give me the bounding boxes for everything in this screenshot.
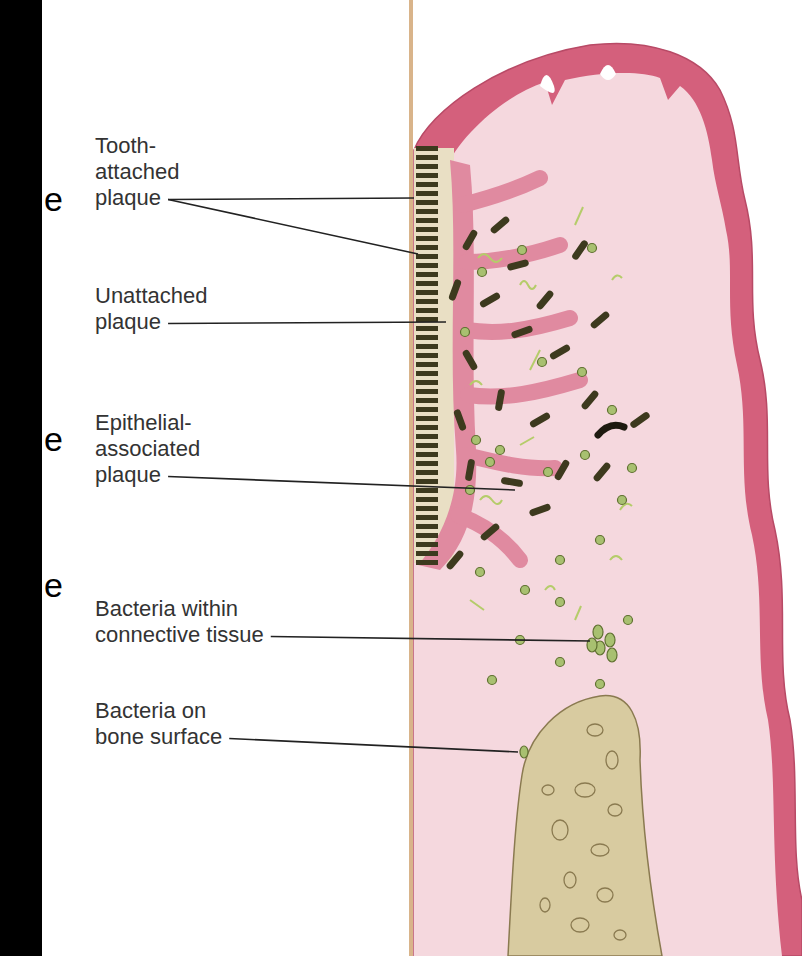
label-holder: Bacteria on bone surface: [95, 698, 255, 750]
label-holder: Unattached plaque: [95, 283, 235, 335]
plaque-bar: [416, 506, 438, 511]
leader-line: [168, 322, 446, 324]
slide-strip: [0, 0, 42, 956]
plaque-bar: [416, 407, 438, 412]
plaque-bar: [416, 245, 438, 250]
plaque-bar: [416, 155, 438, 160]
plaque-bar: [416, 281, 438, 286]
plaque-bar: [416, 524, 438, 529]
leader-line: [168, 198, 414, 200]
tooth-surface: [409, 0, 413, 956]
connective-tissue: [414, 73, 782, 956]
bone-surface-bacterium: [520, 746, 528, 758]
label-holder: Bacteria within connective tissue: [95, 596, 330, 648]
plaque-bar: [416, 326, 438, 331]
plaque-bar: [416, 443, 438, 448]
plaque-bar: [416, 542, 438, 547]
plaque-bar: [416, 560, 438, 565]
label-holder: Tooth-attached plaque: [95, 133, 210, 211]
plaque-bar: [416, 254, 438, 259]
bone-marrow-spaces: [540, 724, 626, 940]
plaque-bar: [416, 461, 438, 466]
label-holder: e: [44, 566, 74, 604]
plaque-bar: [416, 272, 438, 277]
alveolar-bone: [508, 696, 662, 956]
plaque-bar: [416, 425, 438, 430]
plaque-bar: [416, 398, 438, 403]
spirochetes: [470, 207, 632, 620]
rete-peg: [600, 65, 616, 80]
rod-bacteria: [445, 215, 651, 570]
plaque-bar: [416, 218, 438, 223]
plaque-bar: [416, 488, 438, 493]
plaque-bar: [416, 515, 438, 520]
leader-line: [168, 477, 515, 491]
plaque-bar: [416, 263, 438, 268]
plaque-bar: [416, 389, 438, 394]
plaque-bar: [416, 308, 438, 313]
plaque-bar: [416, 551, 438, 556]
bacteria-cluster: [587, 625, 617, 662]
plaque-bar: [416, 353, 438, 358]
leader-line: [229, 739, 518, 753]
plaque-bar: [416, 344, 438, 349]
label-holder: Epithelial-associated plaque: [95, 410, 245, 488]
pocket-space: [414, 148, 454, 563]
plaque-bar: [416, 497, 438, 502]
plaque-bar: [416, 371, 438, 376]
plaque-bar: [416, 182, 438, 187]
plaque-bar: [416, 173, 438, 178]
fragment-letter: e: [44, 420, 74, 458]
plaque-bar: [416, 209, 438, 214]
part-label: Bacteria within connective tissue: [95, 596, 330, 648]
plaque-bar: [416, 479, 438, 484]
plaque-bar: [416, 317, 438, 322]
leader-line: [271, 637, 590, 642]
part-label: Bacteria on bone surface: [95, 698, 255, 750]
plaque-bar: [416, 164, 438, 169]
part-label: Tooth-attached plaque: [95, 133, 210, 211]
plaque-bar: [416, 146, 438, 151]
gingiva-outer: [414, 43, 802, 956]
plaque-bar: [416, 533, 438, 538]
leader-line: [168, 200, 418, 255]
part-label: Unattached plaque: [95, 283, 235, 335]
plaque-bar: [416, 227, 438, 232]
plaque-bar: [416, 470, 438, 475]
plaque-bar: [416, 200, 438, 205]
tooth-attached-plaque: [416, 146, 438, 565]
plaque-bar: [416, 236, 438, 241]
plaque-bar: [416, 380, 438, 385]
plaque-bar: [416, 335, 438, 340]
plaque-bar: [416, 362, 438, 367]
part-label: Epithelial-associated plaque: [95, 410, 245, 488]
plaque-bar: [416, 299, 438, 304]
cocci: [461, 244, 637, 689]
rete-peg: [540, 75, 555, 93]
fragment-letter: e: [44, 180, 74, 218]
label-holder: e: [44, 420, 74, 458]
epithelial-fingers: [458, 178, 580, 560]
plaque-bar: [416, 191, 438, 196]
plaque-bar: [416, 416, 438, 421]
plaque-bar: [416, 434, 438, 439]
label-holder: e: [44, 180, 74, 218]
plaque-bar: [416, 452, 438, 457]
leader-lines: [168, 198, 590, 752]
plaque-bar: [416, 290, 438, 295]
fragment-letter: e: [44, 566, 74, 604]
curved-rod: [598, 425, 624, 435]
